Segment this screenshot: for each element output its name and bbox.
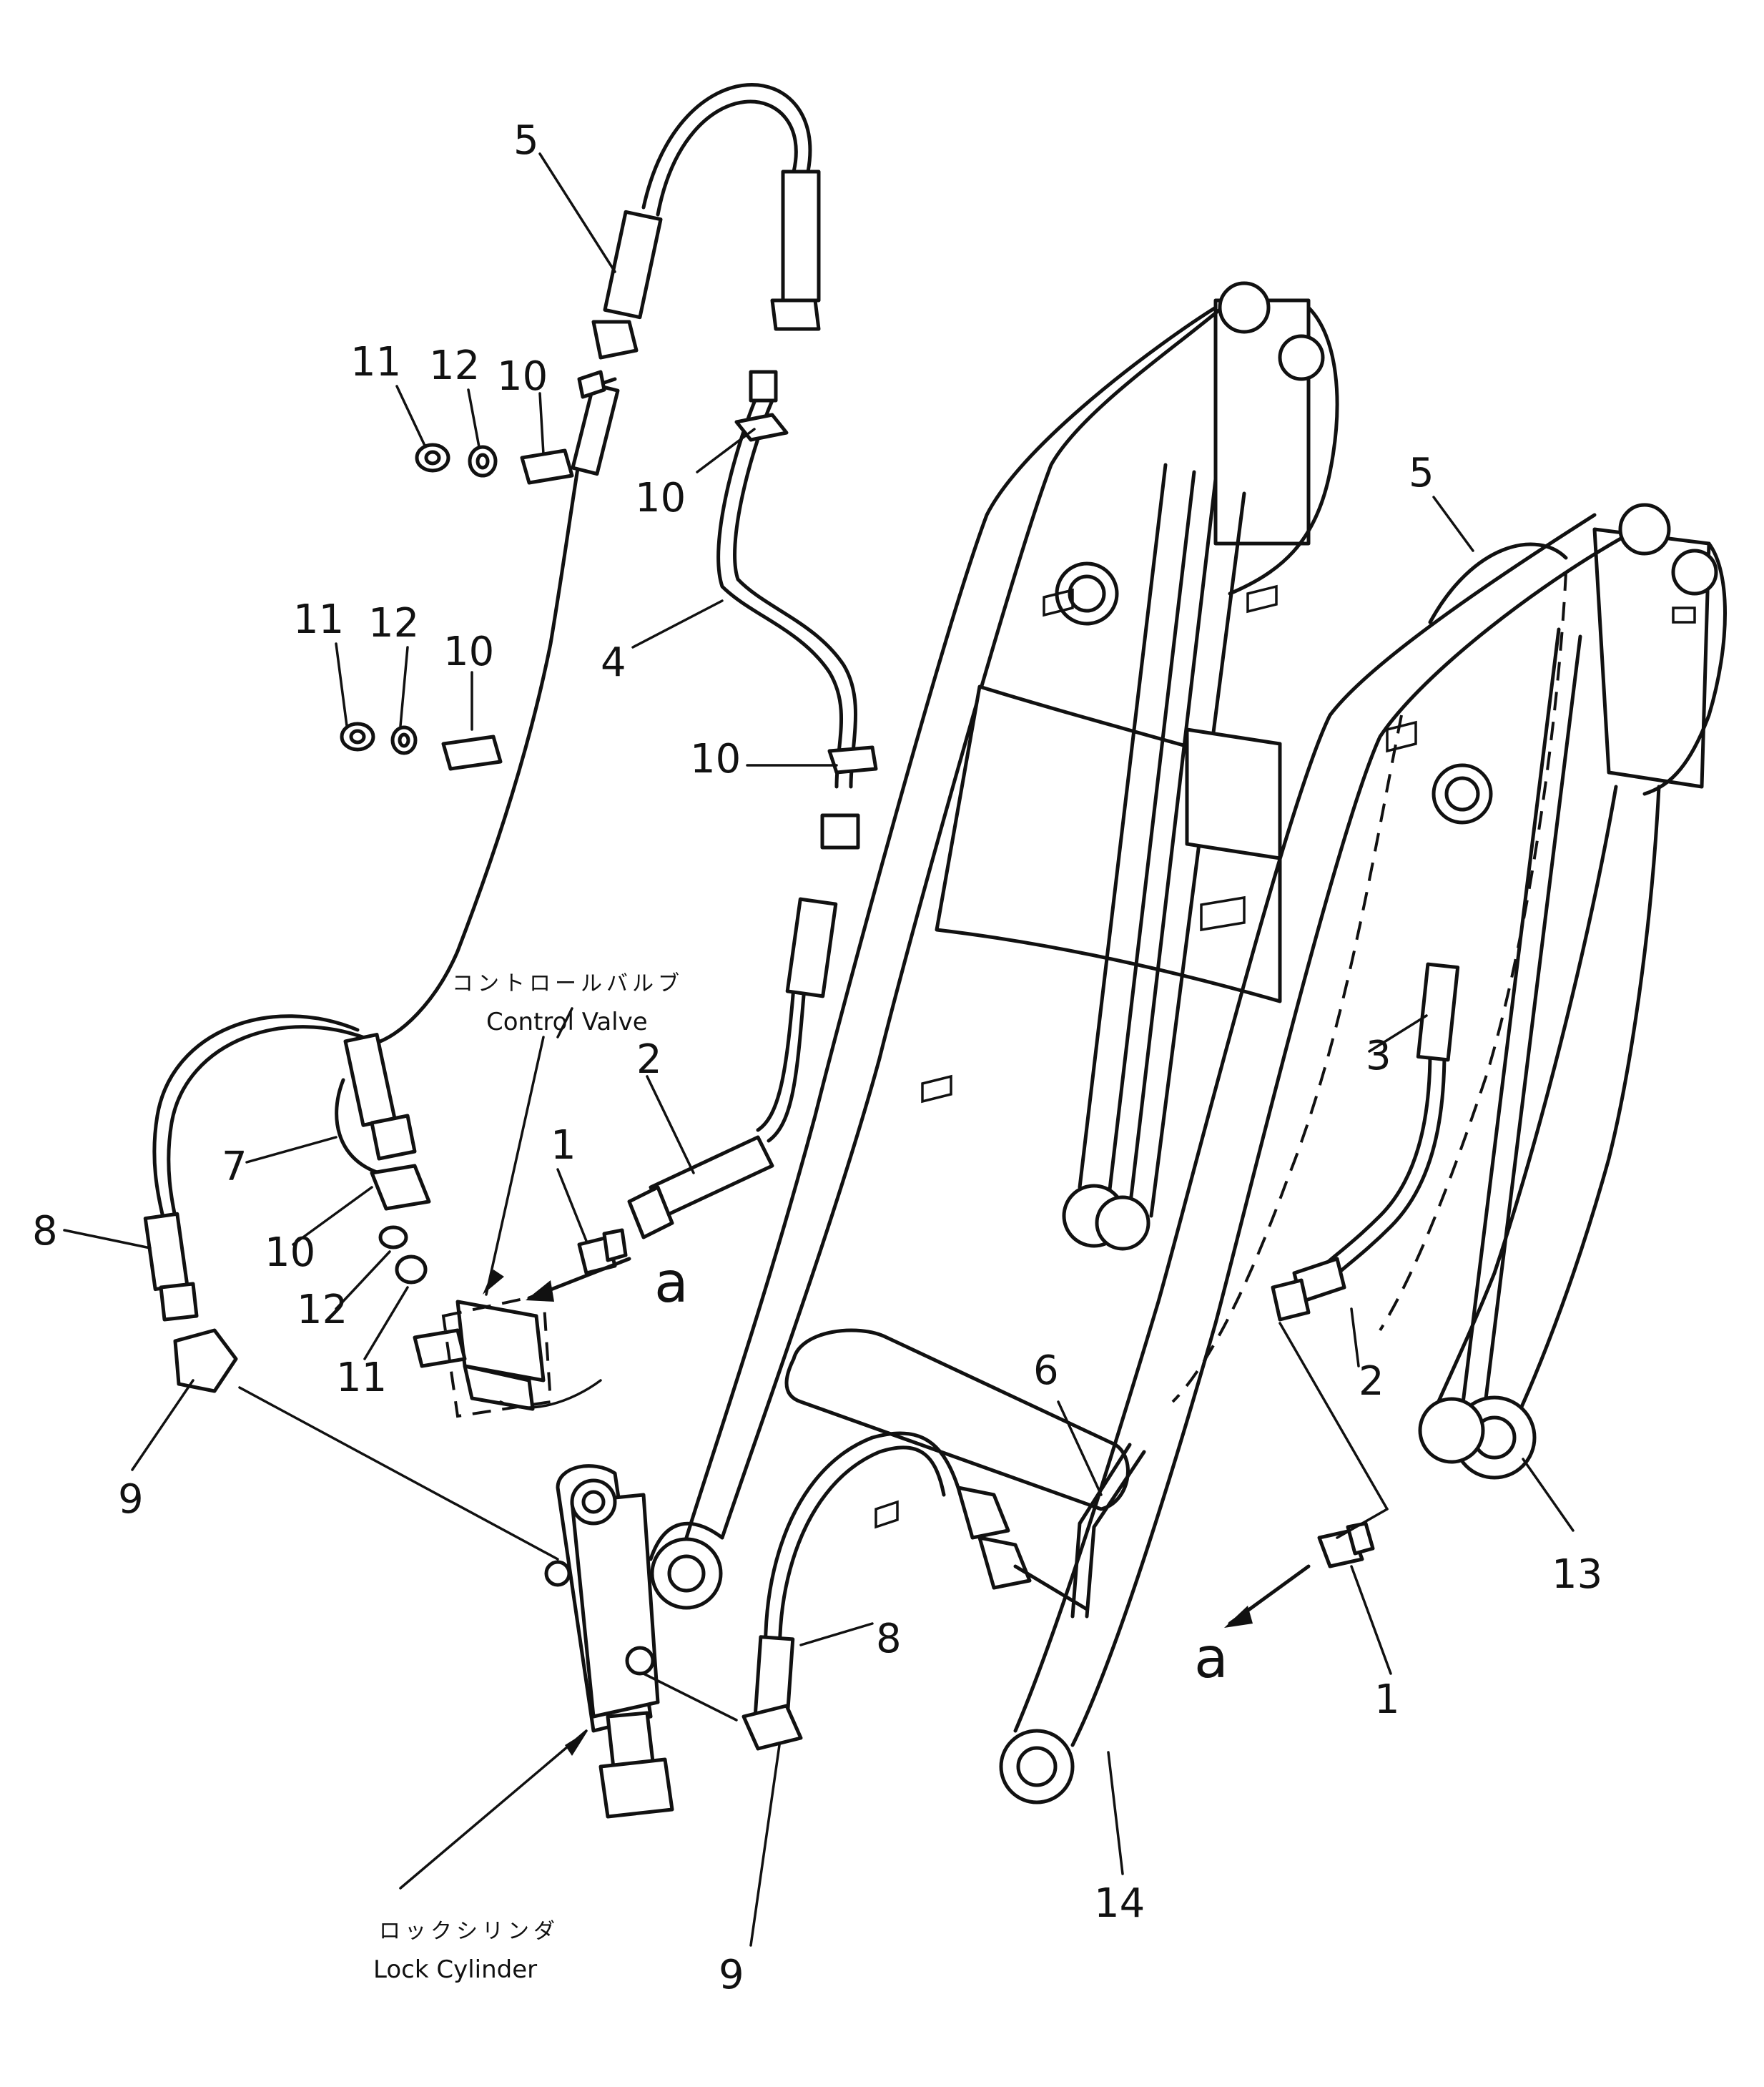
callout-9-lower: 9 <box>719 1952 744 1998</box>
hose-5-upper <box>591 83 821 360</box>
view-a-label-right: a <box>1194 1626 1228 1691</box>
captions: コントロールバルブ Control Valve ロックシリンダ Lock Cyl… <box>373 971 684 1984</box>
callout-6: 6 <box>1033 1347 1059 1394</box>
control-valve-label-en: Control Valve <box>486 1008 648 1036</box>
fitting-1-right <box>1317 1521 1375 1568</box>
callout-1-left: 1 <box>551 1122 576 1169</box>
callout-12-upper: 12 <box>429 343 480 389</box>
callout-5-right: 5 <box>1409 450 1434 496</box>
lock-cylinder-label-en: Lock Cylinder <box>373 1955 537 1984</box>
callout-2-left: 2 <box>636 1036 662 1083</box>
hose-8-lower <box>741 1431 1089 1751</box>
callout-10-upper: 10 <box>497 353 548 400</box>
callout-7: 7 <box>222 1144 247 1190</box>
control-valve-label-ja: コントロールバルブ <box>452 971 684 996</box>
callout-2-right: 2 <box>1359 1358 1384 1405</box>
callout-10-pipe4-mid: 10 <box>690 736 741 782</box>
callout-13: 13 <box>1552 1551 1602 1598</box>
lock-cylinder <box>544 1464 674 1819</box>
callout-5-upper: 5 <box>513 117 539 164</box>
hose-3-right <box>1271 962 1460 1322</box>
hose-left-vertical <box>143 370 620 1393</box>
callout-8-lower: 8 <box>876 1616 902 1662</box>
callout-3: 3 <box>1366 1033 1391 1079</box>
leader-lines <box>63 152 1575 1947</box>
callout-4: 4 <box>601 639 626 686</box>
callout-12-lower: 12 <box>297 1287 348 1333</box>
callout-8-left: 8 <box>32 1208 58 1254</box>
callout-10-lower: 10 <box>265 1229 315 1276</box>
callout-12-mid: 12 <box>368 600 419 647</box>
boom-arm-right <box>999 503 1727 1804</box>
view-a-label-left: a <box>654 1251 689 1315</box>
callout-14: 14 <box>1094 1880 1145 1927</box>
callout-11-lower: 11 <box>336 1355 387 1401</box>
callout-1-right: 1 <box>1374 1676 1400 1723</box>
callout-labels: 5 11 12 10 10 4 10 11 12 10 2 1 7 8 10 1… <box>32 117 1602 1998</box>
pipe-4 <box>716 370 878 850</box>
boom-arm-left <box>649 281 1339 1610</box>
arrows <box>483 1257 1311 1756</box>
washers-nuts <box>340 443 498 1285</box>
pipe-6 <box>1070 1443 1146 1619</box>
callout-10-pipe4-top: 10 <box>635 475 686 521</box>
callout-10-mid: 10 <box>443 629 494 675</box>
control-valve <box>413 1228 628 1418</box>
callout-11-mid: 11 <box>293 596 344 643</box>
lock-cylinder-label-ja: ロックシリンダ <box>379 1919 559 1944</box>
callout-11-upper: 11 <box>350 339 401 386</box>
hose-2 <box>627 897 838 1239</box>
callout-9-left: 9 <box>118 1476 144 1523</box>
